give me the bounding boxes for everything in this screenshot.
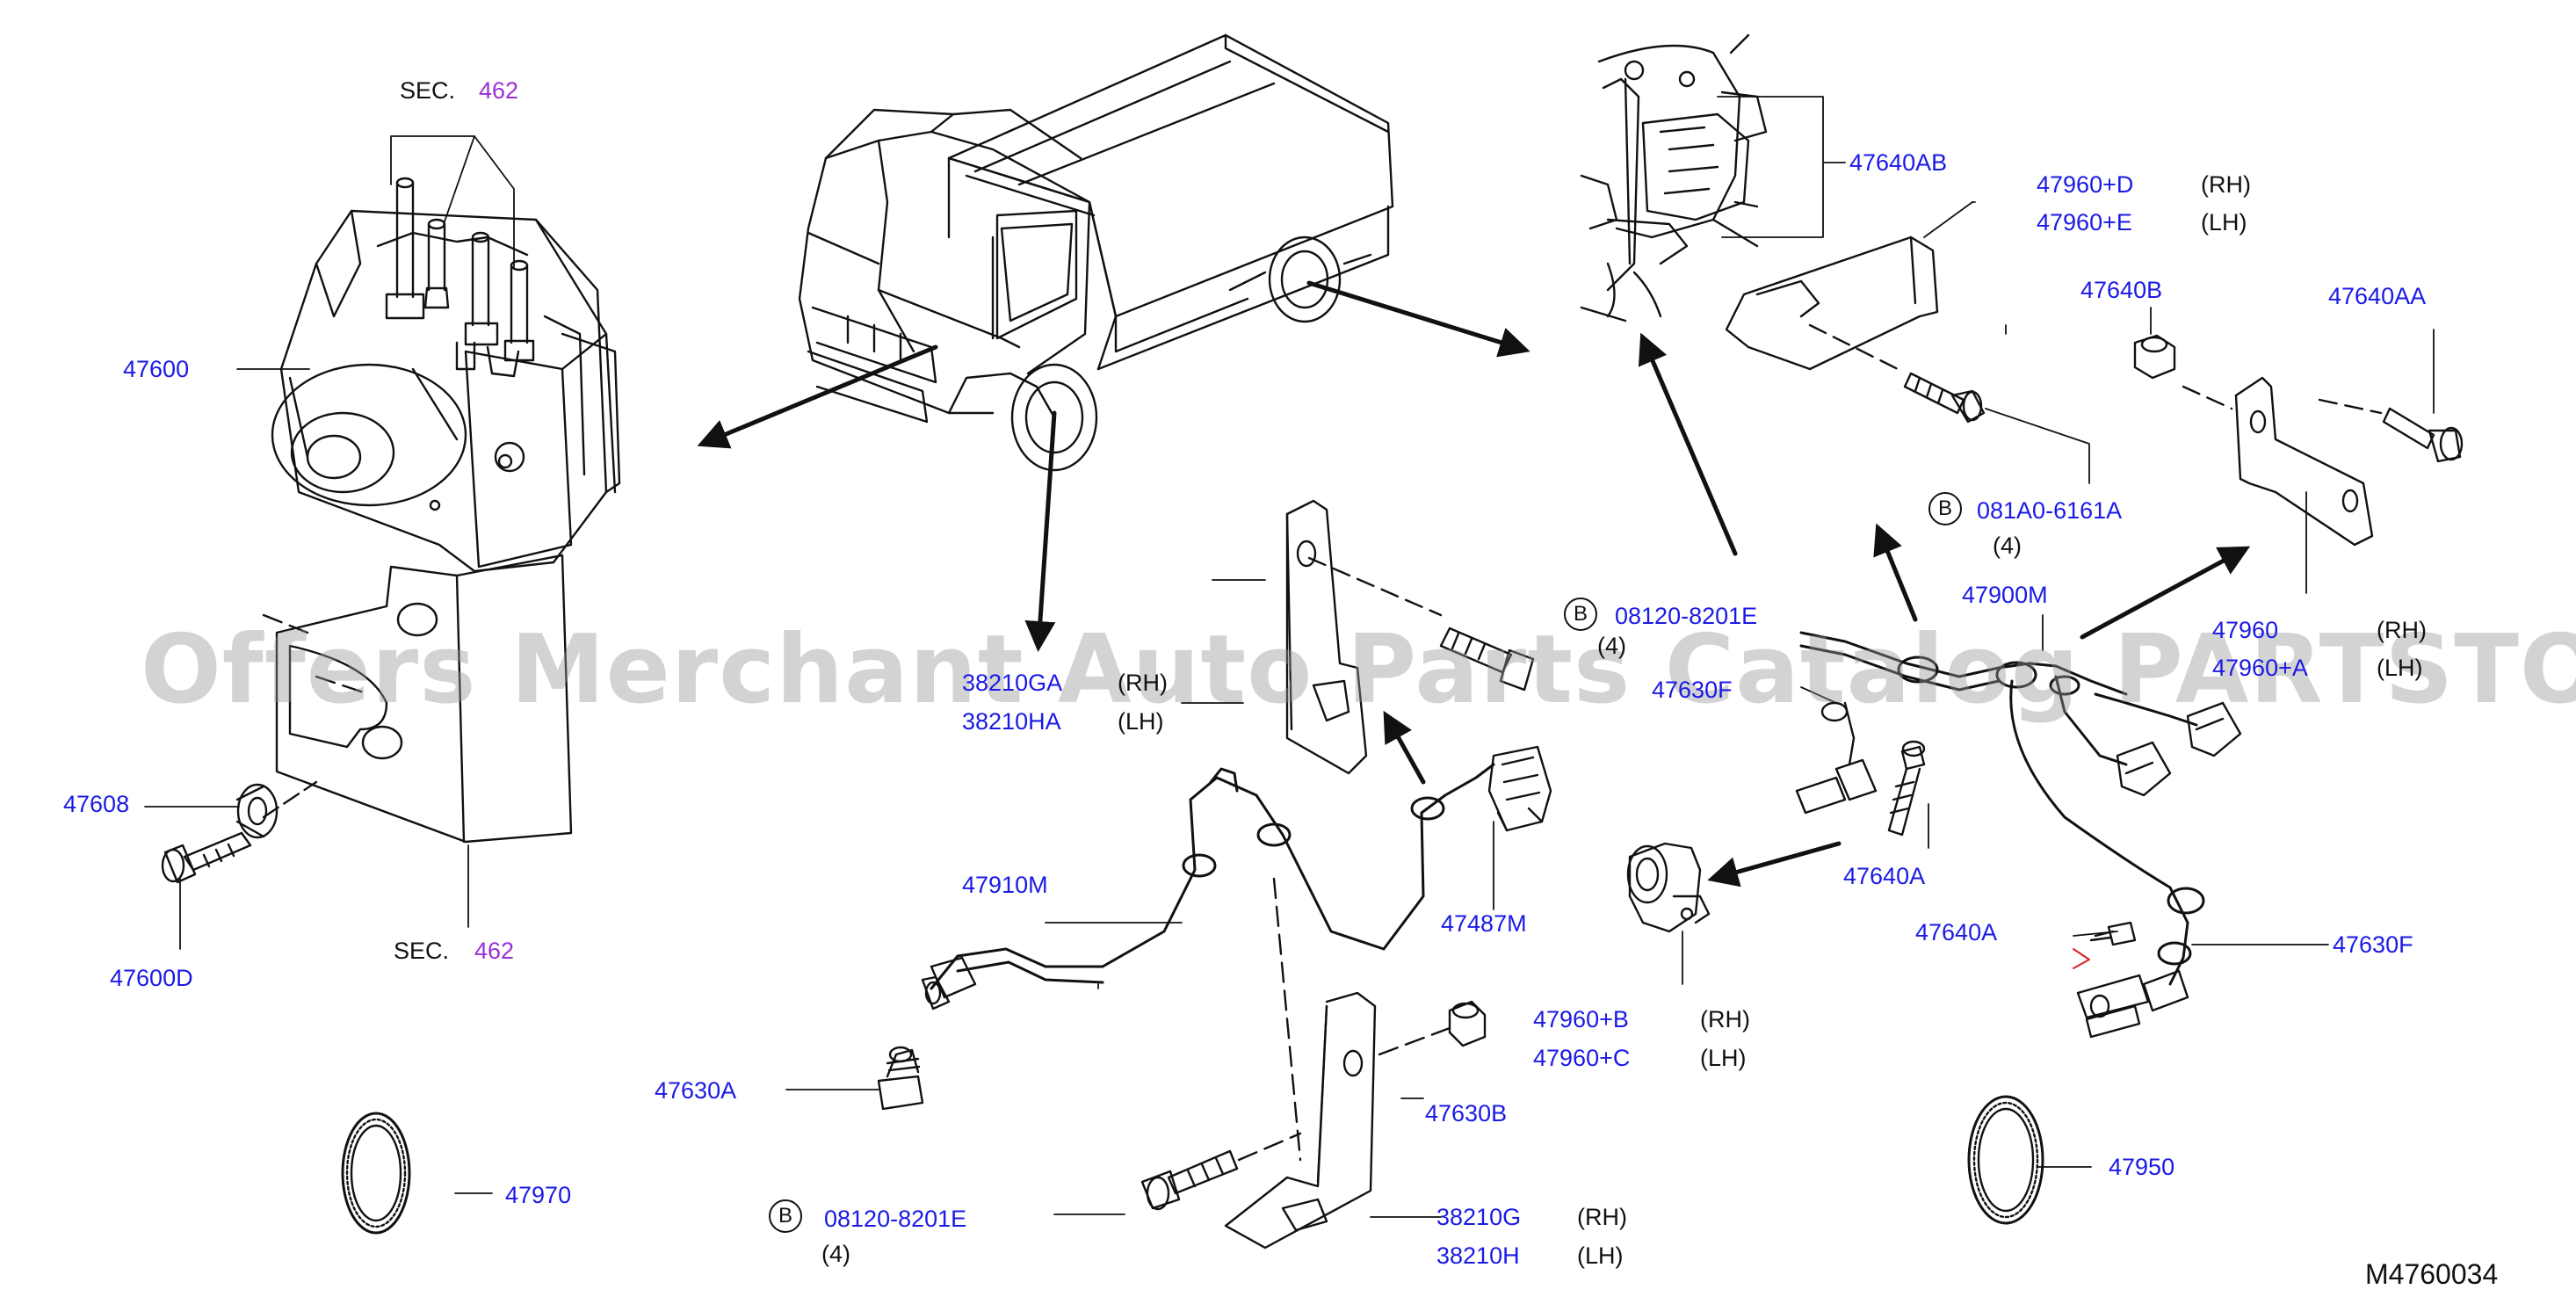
bolt-47640a-center (1887, 740, 1926, 837)
rear-sensor-harness (1799, 631, 2205, 986)
label-sec-bottom-num[interactable]: 462 (474, 938, 515, 964)
front-wheel-sensor-harness (930, 763, 1495, 990)
leader-lines-right (1682, 96, 2435, 1168)
bolt-47630a (877, 1046, 924, 1111)
rear-sensor-bracket-47960 (1725, 235, 1939, 371)
actuator-bracket (262, 554, 573, 844)
label-47960d[interactable]: 47960+D (2037, 171, 2134, 198)
front-wheel-sensor-head (921, 956, 977, 1011)
leader-lines-center (454, 579, 1494, 1218)
label-47640b[interactable]: 47640B (2080, 277, 2163, 303)
bracket-47960-right (2234, 376, 2374, 547)
marker-red (2073, 948, 2090, 969)
label-47640aa[interactable]: 47640AA (2328, 283, 2427, 309)
bracket-centerline (1307, 556, 1443, 617)
label-sec-top-num[interactable]: 462 (479, 77, 519, 104)
nut-47630b (1448, 1000, 1487, 1047)
sensor-housing-47960b (1626, 842, 1711, 933)
label-081a0[interactable]: 081A0-6161A (1977, 497, 2123, 524)
label-47630f-left[interactable]: 47630F (1652, 677, 1733, 703)
label-38210ga-side: (RH) (1118, 670, 1168, 696)
bolt-08120-bottom (1140, 1149, 1239, 1211)
label-08120-bottom-qty: (4) (821, 1241, 850, 1267)
label-47970[interactable]: 47970 (505, 1182, 572, 1208)
tone-ring-47970 (341, 1112, 411, 1235)
callout-b-right: B (1928, 492, 1962, 525)
label-08120-top-qty: (4) (1597, 633, 1626, 659)
bolt-08120-top (1439, 627, 1535, 692)
label-08120-bottom[interactable]: 08120-8201E (824, 1206, 967, 1232)
callout-b-top: B (1564, 598, 1597, 631)
label-47630b[interactable]: 47630B (1425, 1100, 1508, 1127)
label-47640a-right[interactable]: 47640A (1915, 919, 1998, 945)
label-47960-side: (RH) (2377, 617, 2427, 643)
label-38210ha[interactable]: 38210HA (962, 708, 1061, 735)
label-47640ab[interactable]: 47640AB (1849, 149, 1948, 176)
label-47487m[interactable]: 47487M (1441, 910, 1527, 937)
label-47960b-side: (RH) (1700, 1006, 1750, 1032)
label-47600[interactable]: 47600 (123, 356, 190, 382)
label-08120-top[interactable]: 08120-8201E (1615, 603, 1758, 629)
leader-lines-left (144, 135, 515, 950)
label-47950[interactable]: 47950 (2109, 1154, 2175, 1180)
label-47960c[interactable]: 47960+C (1533, 1045, 1631, 1071)
right-dashlines (2182, 385, 2383, 415)
rear-axle-detail (1580, 33, 1768, 322)
label-38210h-side: (LH) (1577, 1242, 1624, 1269)
label-47960e[interactable]: 47960+E (2037, 209, 2132, 235)
front-sensor-bracket (1285, 499, 1368, 775)
location-arrows (697, 280, 2251, 887)
bolt-centerline (262, 780, 318, 819)
label-47910m[interactable]: 47910M (962, 872, 1048, 898)
diagram-code: M4760034 (2365, 1258, 2499, 1290)
label-47960a-side: (LH) (2377, 655, 2423, 681)
abs-pipe-ports (385, 177, 535, 378)
center-dashlines (1237, 877, 1451, 1162)
grommet-47608 (235, 783, 279, 839)
label-47960a[interactable]: 47960+A (2212, 655, 2308, 681)
truck-illustration (798, 33, 1394, 472)
label-47960e-side: (LH) (2201, 209, 2247, 235)
label-47960b[interactable]: 47960+B (1533, 1006, 1629, 1032)
label-47900m[interactable]: 47900M (1962, 582, 2048, 608)
nut-47640b (2133, 334, 2176, 380)
label-47600d[interactable]: 47600D (110, 965, 193, 991)
bolt-47600d (161, 831, 252, 884)
label-47608[interactable]: 47608 (63, 791, 130, 817)
label-38210g-side: (RH) (1577, 1204, 1627, 1230)
label-47640a-center[interactable]: 47640A (1843, 863, 1926, 889)
label-47630a[interactable]: 47630A (655, 1077, 737, 1104)
label-47960d-side: (RH) (2201, 171, 2251, 198)
watermark: Offers Merchant Auto Parts Catalog PARTS… (141, 615, 2576, 725)
label-sec-top: SEC. (400, 77, 456, 104)
bracket-38210g (1224, 991, 1377, 1250)
label-sec-bottom: SEC. (394, 938, 450, 964)
bolt-081a0 (1903, 372, 1986, 424)
harness-connector-47487m (1487, 745, 1552, 832)
bolt-47640aa (2382, 407, 2464, 463)
label-38210ha-side: (LH) (1118, 708, 1164, 735)
label-38210ga[interactable]: 38210GA (962, 670, 1063, 696)
rear-sensor-head-right (2076, 969, 2189, 1039)
rear-harness-connectors (2116, 701, 2242, 797)
label-081a0-qty: (4) (1993, 532, 2022, 559)
bolt-081a0-centerline (1808, 323, 1899, 371)
label-38210g[interactable]: 38210G (1436, 1204, 1522, 1230)
label-38210h[interactable]: 38210H (1436, 1242, 1520, 1269)
callout-b-bottom: B (769, 1199, 802, 1233)
label-47630f-right[interactable]: 47630F (2333, 931, 2413, 958)
abs-actuator-unit (271, 209, 621, 573)
tone-ring-47950 (1967, 1095, 2044, 1225)
label-47960[interactable]: 47960 (2212, 617, 2279, 643)
label-47960c-side: (LH) (1700, 1045, 1747, 1071)
